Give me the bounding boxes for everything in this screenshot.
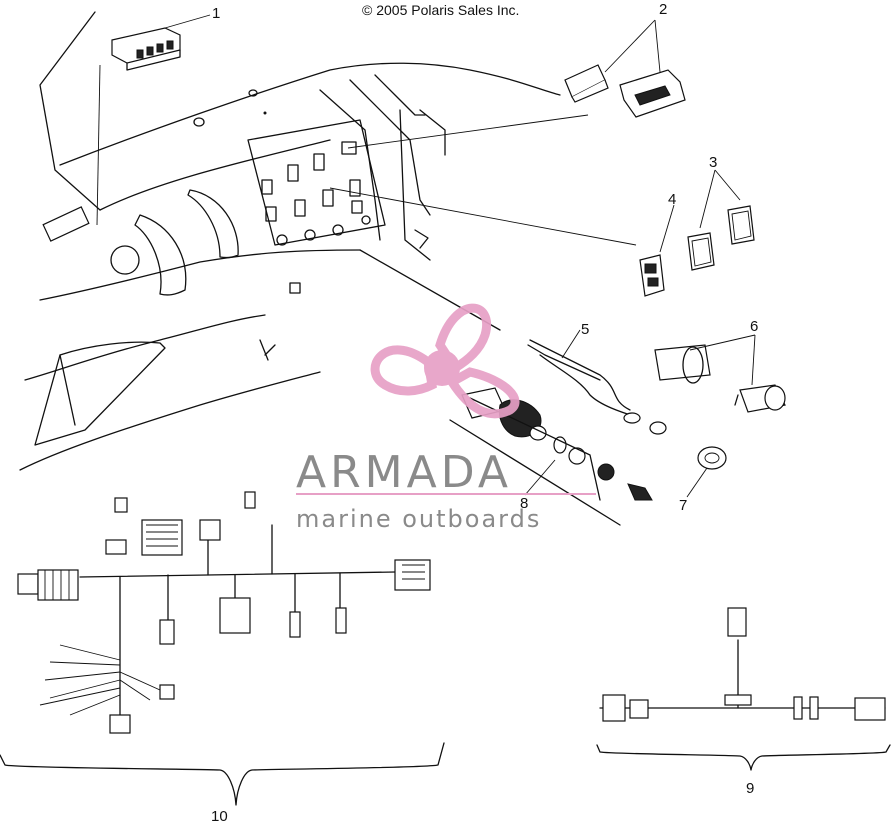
switch-panel (247, 119, 386, 294)
part-6-outlet: 6 (654, 318, 786, 413)
callout-2: 2 (659, 1, 667, 18)
callout-4: 4 (668, 191, 676, 208)
callout-3: 3 (709, 154, 717, 171)
dashboard-panel (19, 11, 561, 471)
part-5-cable: 5 (527, 321, 667, 435)
callout-10: 10 (211, 808, 228, 823)
part-2-pocket: 2 (347, 1, 686, 149)
callout-8: 8 (520, 495, 528, 512)
watermark-word: ARMADA (296, 447, 512, 498)
watermark-tagline: marine outboards (296, 505, 541, 533)
callout-5: 5 (581, 321, 589, 338)
part-1-connector: 1 (42, 5, 220, 242)
gauge-openings (110, 189, 239, 296)
callout-7: 7 (679, 497, 687, 514)
copyright-text: © 2005 Polaris Sales Inc. (362, 2, 519, 18)
part-4-switch: 4 (329, 187, 676, 297)
part-9-secondary-harness: 9 (596, 607, 891, 797)
callout-1: 1 (212, 5, 220, 22)
part-10-main-harness: 10 (0, 491, 445, 823)
part-7-grommet: 7 (679, 446, 727, 514)
watermark-logo (370, 303, 520, 419)
part-3-bezels: 3 (687, 154, 755, 271)
callout-6: 6 (750, 318, 758, 335)
watermark-text: ARMADA marine outboards (296, 447, 596, 533)
callout-9: 9 (746, 780, 754, 797)
